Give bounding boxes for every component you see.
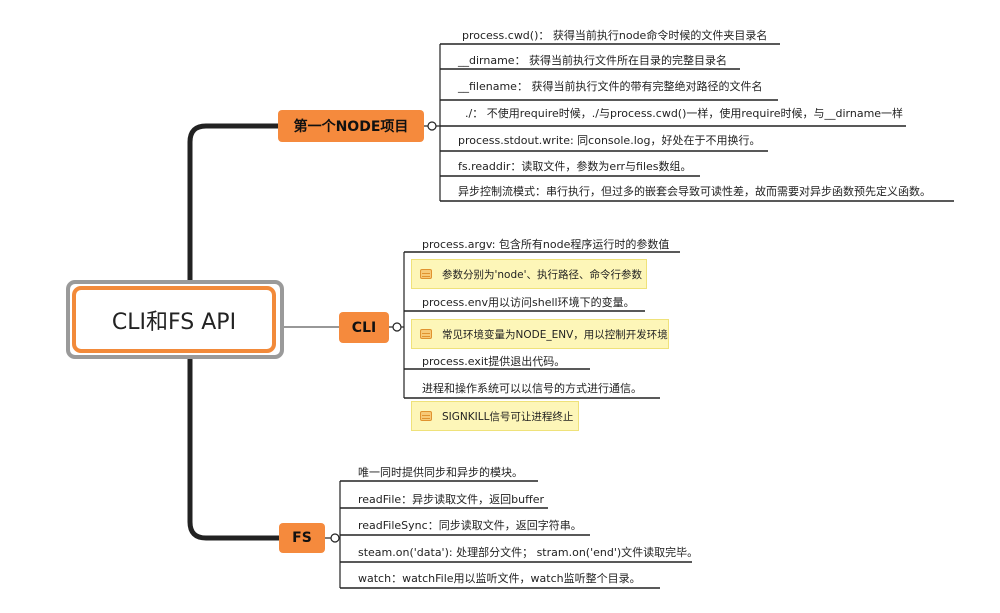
note-env[interactable]: 常见环境变量为NODE_ENV，用以控制开发环境	[411, 319, 669, 349]
branch-node-first-node-project[interactable]: 第一个NODE项目	[278, 110, 424, 142]
topic-stream-on[interactable]: steam.on('data'): 处理部分文件； stram.on('end'…	[358, 546, 699, 559]
topic-watch[interactable]: watch：watchFile用以监听文件，watch监听整个目录。	[358, 572, 641, 585]
topic-async-flow[interactable]: 异步控制流模式：串行执行，但过多的嵌套会导致可读性差，故而需要对异步函数预先定义…	[458, 185, 931, 198]
note-icon	[420, 329, 432, 339]
topic-fs-readdir[interactable]: fs.readdir：读取文件，参数为err与files数组。	[458, 160, 692, 173]
topic-fs-sync-async[interactable]: 唯一同时提供同步和异步的模块。	[358, 466, 523, 479]
topic-process-argv[interactable]: process.argv: 包含所有node程序运行时的参数值	[422, 238, 670, 251]
topic-filename[interactable]: __filename： 获得当前执行文件的带有完整绝对路径的文件名	[458, 80, 763, 93]
collapse-toggle-3	[330, 533, 340, 543]
topic-signals[interactable]: 进程和操作系统可以以信号的方式进行通信。	[422, 382, 642, 395]
topic-stdout-write[interactable]: process.stdout.write: 同console.log，好处在于不…	[458, 134, 761, 147]
note-icon	[420, 411, 432, 421]
topic-process-exit[interactable]: process.exit提供退出代码。	[422, 355, 566, 368]
branch-node-cli[interactable]: CLI	[339, 312, 389, 343]
note-text: 常见环境变量为NODE_ENV，用以控制开发环境	[442, 328, 668, 341]
note-argv[interactable]: 参数分别为'node'、执行路径、命令行参数	[411, 259, 647, 289]
trunk-down	[187, 353, 283, 541]
root-node[interactable]: CLI和FS API	[72, 286, 276, 353]
root-node-label: CLI和FS API	[111, 309, 237, 335]
topic-dirname[interactable]: __dirname： 获得当前执行文件所在目录的完整目录名	[458, 54, 728, 67]
collapse-toggle-2	[392, 322, 402, 332]
topic-process-cwd[interactable]: process.cwd()： 获得当前执行node命令时候的文件夹目录名	[462, 29, 768, 42]
branch-label: CLI	[351, 319, 377, 336]
topic-process-env[interactable]: process.env用以访问shell环境下的变量。	[422, 296, 635, 309]
note-text: SIGNKILL信号可让进程终止	[442, 410, 574, 423]
trunk-up	[187, 123, 283, 285]
note-sigkill[interactable]: SIGNKILL信号可让进程终止	[411, 401, 579, 431]
branch-label: FS	[292, 530, 312, 546]
topic-dot-slash[interactable]: ./： 不使用require时候，./与process.cwd()一样，使用re…	[465, 107, 904, 120]
collapse-toggle-1	[427, 121, 437, 131]
branch-label: 第一个NODE项目	[293, 119, 409, 135]
topic-readfilesync[interactable]: readFileSync：同步读取文件，返回字符串。	[358, 519, 582, 532]
branch-node-fs[interactable]: FS	[279, 523, 325, 553]
topic-readfile[interactable]: readFile：异步读取文件，返回buffer	[358, 493, 545, 506]
note-text: 参数分别为'node'、执行路径、命令行参数	[442, 268, 642, 281]
note-icon	[420, 269, 432, 279]
